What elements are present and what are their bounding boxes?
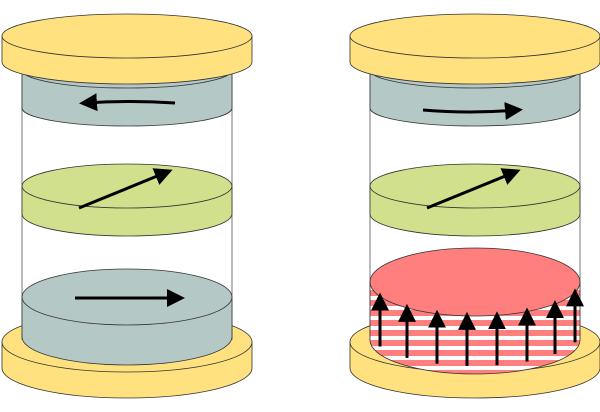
right-free-layer-top <box>369 163 581 209</box>
right-arrow <box>422 102 523 120</box>
right-top-cap-top <box>349 13 600 59</box>
left-top-cap-top <box>1 13 253 59</box>
diagonal-arrow <box>78 168 173 210</box>
right-magnet-top <box>369 247 581 317</box>
left-free-layer-top <box>21 163 233 209</box>
diagonal-arrow <box>426 168 521 210</box>
left-arrow <box>79 93 176 112</box>
